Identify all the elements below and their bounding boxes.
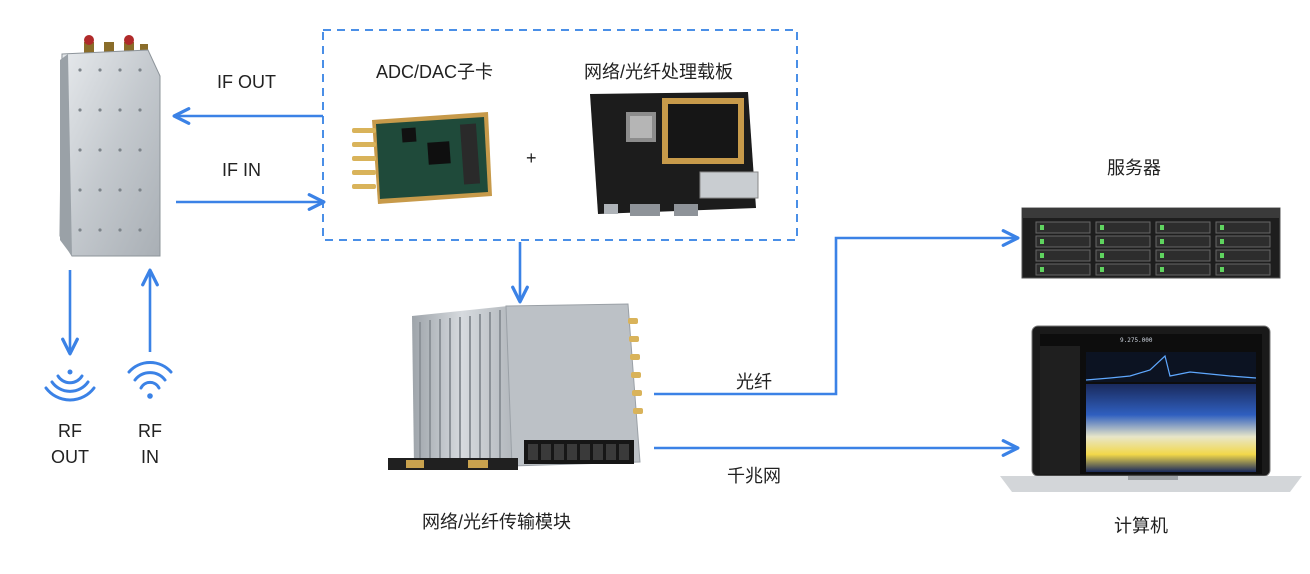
sma-row [352, 128, 376, 189]
gigabit-label: 千兆网 [727, 466, 781, 486]
plus-sign: + [526, 148, 537, 168]
adc-dac-card-image [352, 112, 492, 204]
drive-bays [1035, 221, 1271, 276]
rf-out-label: RF OUT [40, 418, 100, 470]
rf-out-label-line2: OUT [51, 447, 89, 467]
server-label: 服务器 [1107, 158, 1161, 178]
laptop-screen-readout: 9.275.000 [1120, 337, 1153, 344]
rf-in-label: RF IN [120, 418, 180, 470]
heatsink-fins [419, 310, 501, 464]
sfp-ports [528, 444, 629, 460]
sma-connectors [84, 35, 148, 54]
drive-leds [1040, 225, 1224, 272]
transmission-module-image [388, 303, 643, 470]
server-image [1021, 207, 1281, 279]
fiber-label: 光纤 [736, 372, 772, 392]
fiber-arrow [654, 229, 1020, 396]
rf-in-label-line1: RF [138, 421, 162, 441]
adc-dac-card-label: ADC/DAC子卡 [376, 62, 494, 82]
sma-column [628, 318, 643, 414]
laptop-image [1000, 325, 1302, 492]
if-in-label: IF IN [222, 160, 261, 180]
screw-holes [78, 68, 142, 232]
transmission-module-label: 网络/光纤传输模块 [422, 512, 572, 532]
carrier-board-label: 网络/光纤处理载板 [584, 62, 734, 82]
carrier-board-image [590, 92, 759, 216]
rf-in-label-line2: IN [141, 447, 159, 467]
rf-out-label-line1: RF [58, 421, 82, 441]
rf-out-wifi-icon [44, 369, 96, 402]
processing-group-border [322, 29, 798, 241]
computer-label: 计算机 [1114, 516, 1168, 536]
rf-in-wifi-icon [127, 361, 173, 399]
rf-converter-box [59, 35, 161, 257]
if-out-label: IF OUT [217, 72, 276, 92]
